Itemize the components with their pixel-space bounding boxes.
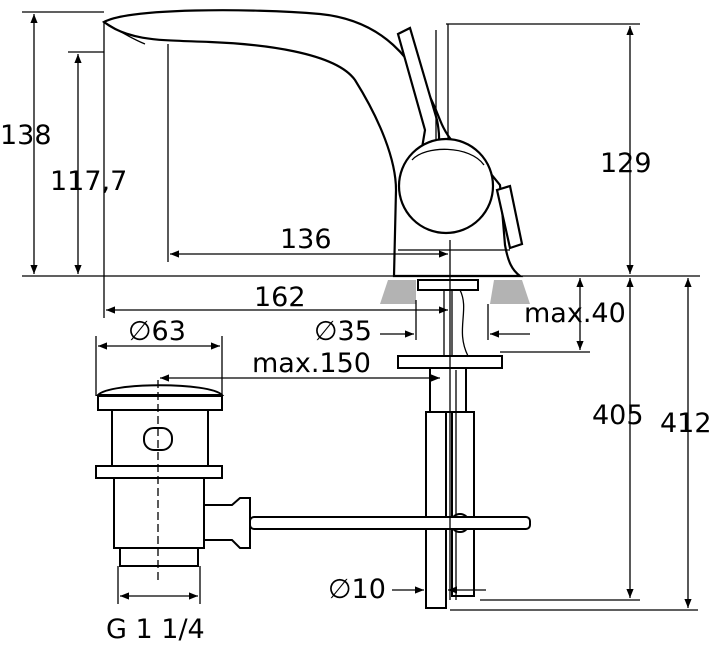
label-405: 405 — [592, 400, 644, 431]
deck-section-left — [380, 280, 416, 304]
spout-tip — [103, 21, 146, 45]
deck — [22, 275, 700, 304]
waste-body-lower — [113, 477, 205, 549]
side-button — [495, 184, 524, 250]
label-hole-diameter: ∅35 — [314, 316, 372, 347]
dimension-labels: 138 117,7 129 136 162 ∅63 ∅35 max.40 max… — [0, 120, 712, 645]
dimension-lines — [22, 11, 698, 611]
label-412: 412 — [660, 408, 712, 439]
faucet-body — [101, 9, 524, 278]
lift-rod — [249, 516, 531, 530]
label-136: 136 — [280, 224, 332, 255]
label-deck-thickness: max.40 — [524, 298, 626, 329]
plug-cap — [95, 384, 225, 396]
hose-left — [425, 411, 447, 609]
label-thread: G 1 1/4 — [106, 614, 205, 645]
knob-highlight — [411, 148, 485, 166]
label-129: 129 — [600, 148, 652, 179]
label-162: 162 — [254, 282, 306, 313]
label-plug-diameter: ∅63 — [128, 316, 186, 347]
hose-right — [451, 411, 475, 597]
deck-section-right — [490, 280, 530, 304]
waste-nut — [95, 465, 223, 479]
mount-flange — [417, 279, 479, 291]
plug-flange — [97, 395, 223, 411]
label-rod-diameter: ∅10 — [328, 574, 386, 605]
handle-rear — [435, 24, 449, 150]
cartridge-knob — [397, 137, 495, 235]
fixing-nut — [429, 367, 467, 413]
label-117-7: 117,7 — [50, 166, 127, 197]
label-138: 138 — [0, 120, 52, 151]
waste-tailpiece — [119, 547, 199, 567]
waste-assembly — [95, 384, 531, 567]
lift-rod-connector — [203, 497, 251, 549]
label-rod-length: max.150 — [252, 348, 371, 379]
supply-hose — [459, 289, 469, 357]
